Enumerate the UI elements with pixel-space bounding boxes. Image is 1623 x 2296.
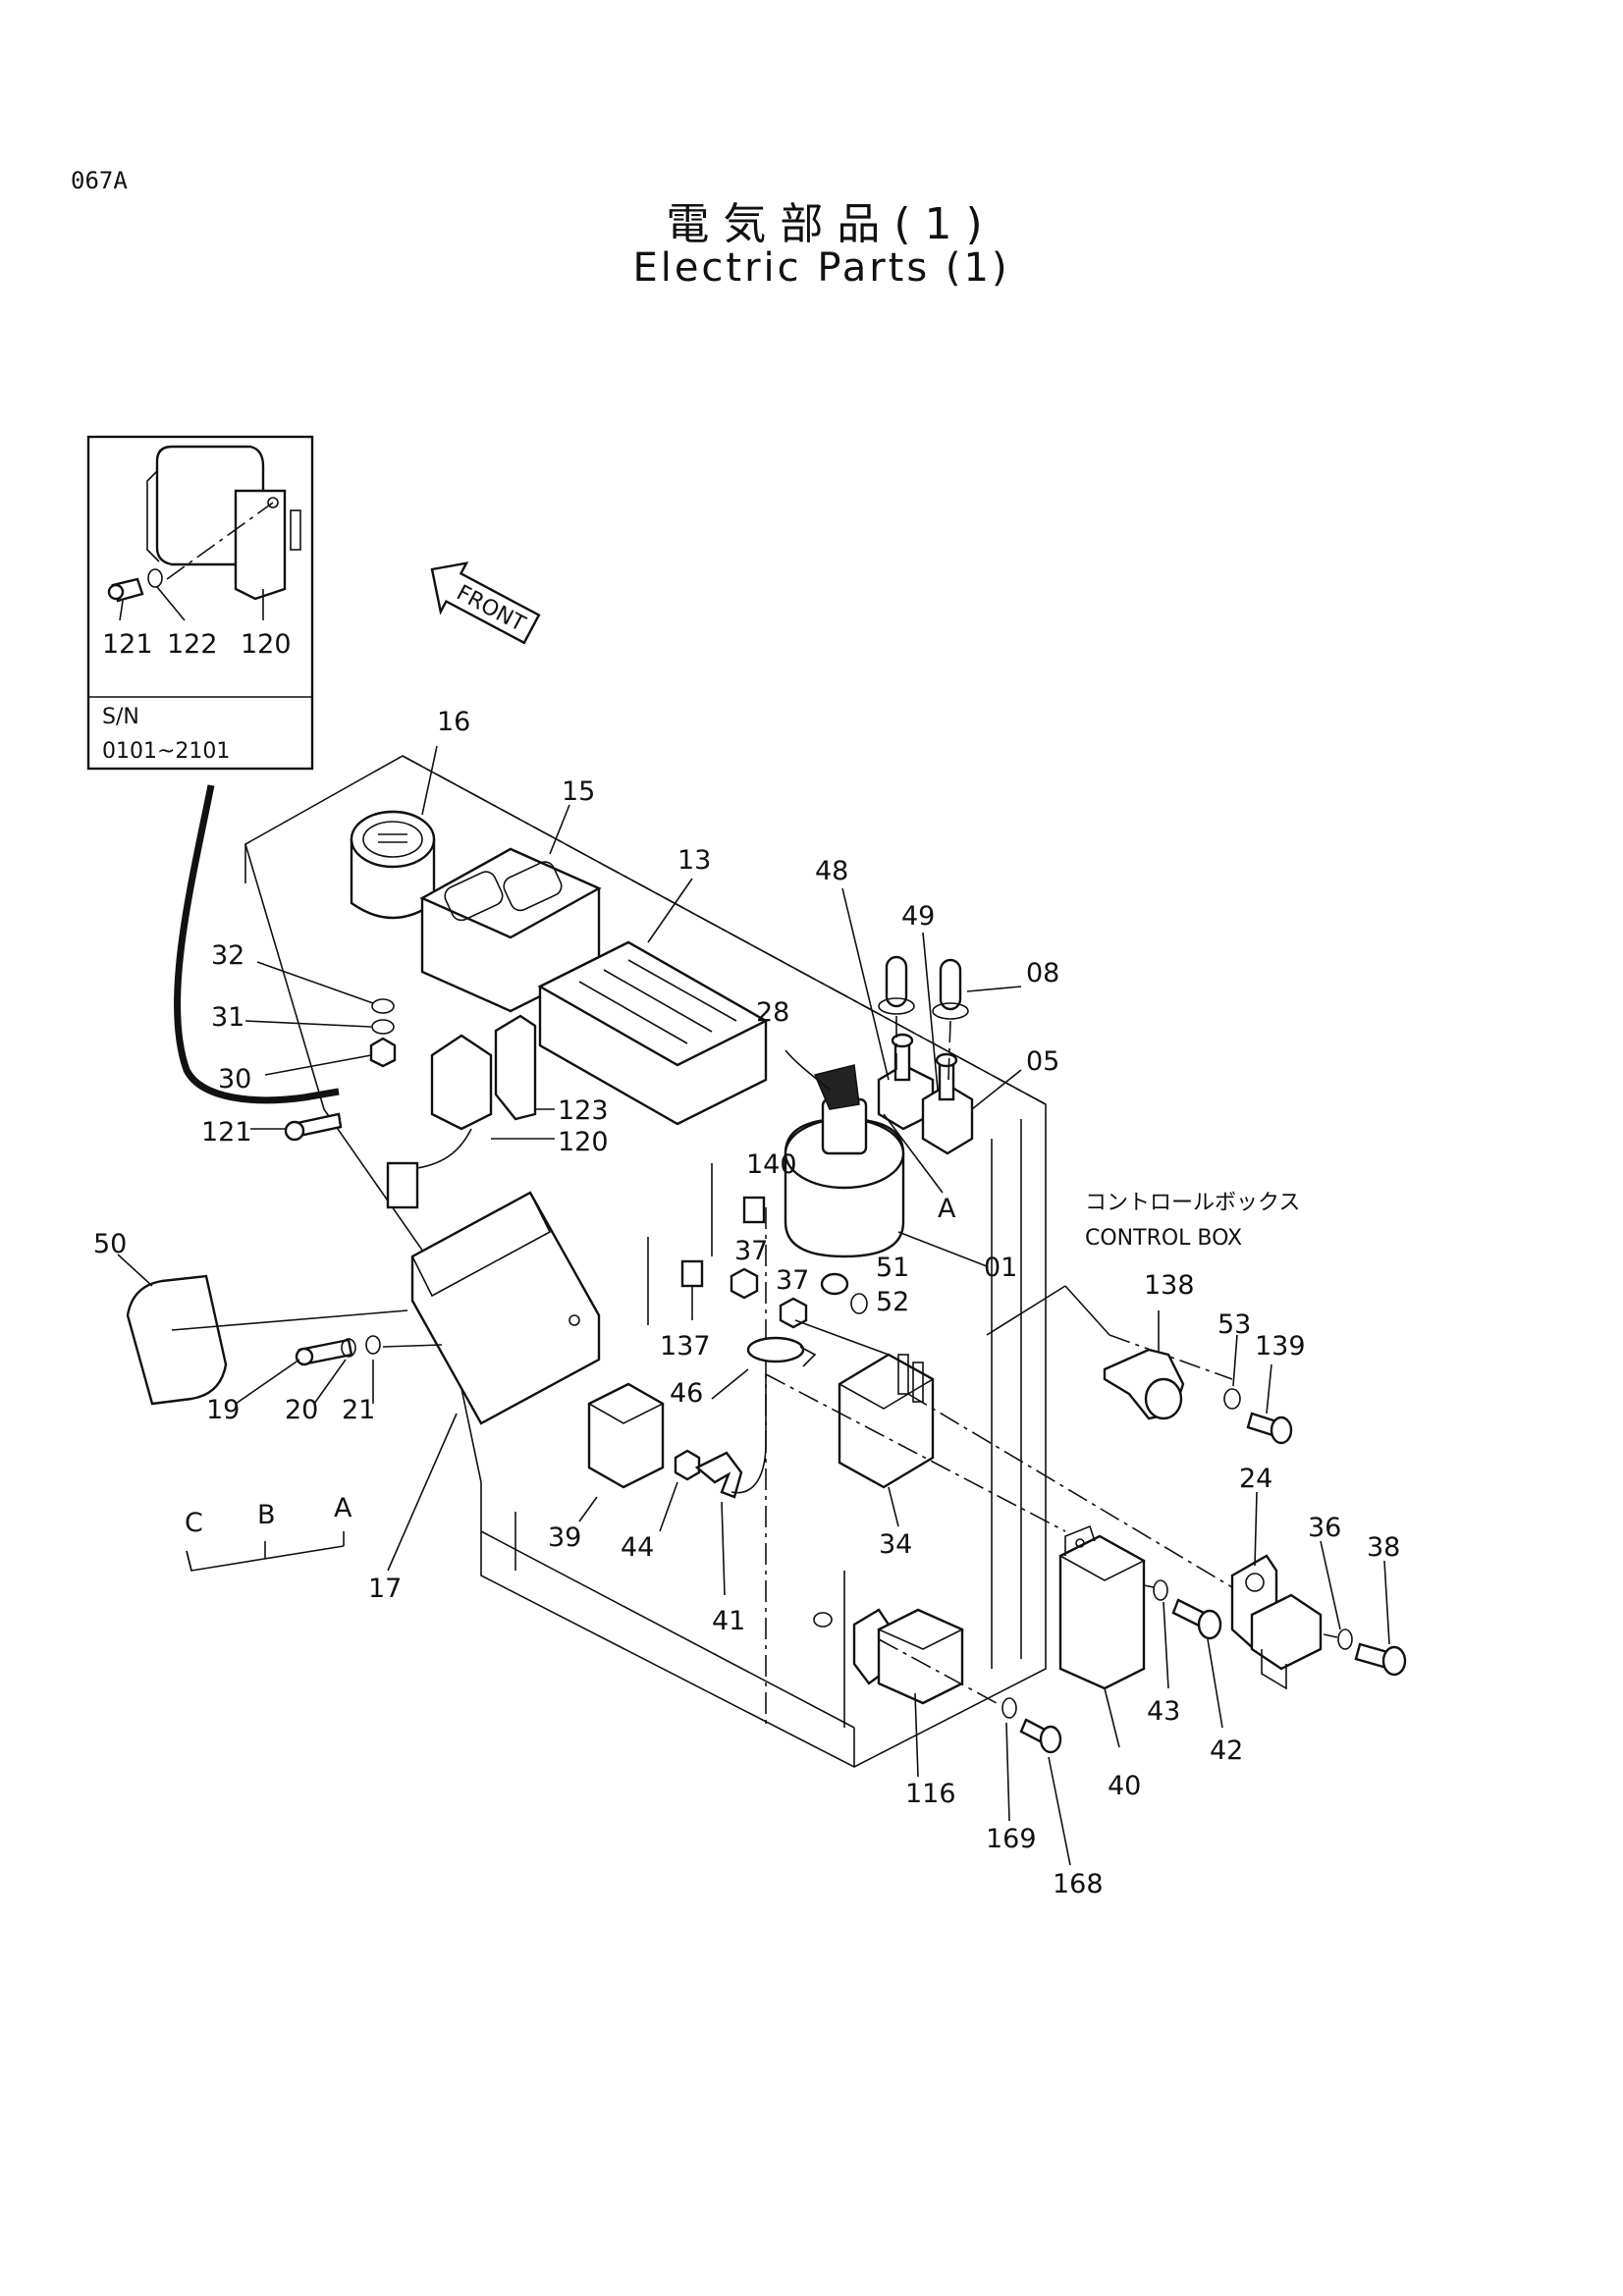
callout-24: 24	[1239, 1464, 1272, 1494]
callout-28: 28	[756, 997, 789, 1028]
callout-139: 139	[1255, 1331, 1306, 1362]
callout-A-switch: A	[938, 1194, 956, 1224]
inset-callout-122: 122	[167, 629, 218, 660]
page-title-english: Electric Parts (1)	[632, 245, 1010, 291]
callout-labels: 16 15 13 48 49 08 28 05 32 31 30 123 120…	[93, 707, 1400, 1899]
part-13-display	[537, 878, 769, 1126]
callout-B: B	[257, 1500, 276, 1530]
inset-callout-121: 121	[102, 629, 153, 660]
callout-41: 41	[712, 1606, 745, 1636]
callout-169: 169	[986, 1824, 1037, 1854]
callout-36: 36	[1308, 1513, 1341, 1543]
callout-121: 121	[201, 1117, 252, 1148]
callout-43: 43	[1147, 1696, 1180, 1727]
callout-19: 19	[206, 1395, 240, 1425]
front-arrow: FRONT	[430, 561, 541, 645]
callout-44: 44	[621, 1532, 654, 1563]
callout-13: 13	[677, 845, 711, 876]
callout-138: 138	[1144, 1270, 1195, 1301]
callout-48: 48	[815, 856, 848, 886]
callout-52: 52	[876, 1287, 909, 1317]
callout-37-left: 37	[734, 1236, 768, 1266]
callout-A-harness: A	[334, 1493, 352, 1523]
part-34-relay	[838, 1353, 935, 1527]
part-28-key-switch	[784, 1049, 905, 1258]
callout-168: 168	[1053, 1869, 1104, 1899]
callout-123: 123	[558, 1095, 609, 1126]
callout-05: 05	[1026, 1046, 1059, 1077]
callout-137: 137	[660, 1331, 711, 1362]
part-16-meter	[350, 745, 438, 920]
callout-40: 40	[1108, 1771, 1141, 1801]
page-code: 067A	[71, 167, 128, 194]
part-24-bracket	[1230, 1491, 1323, 1690]
inset-box: 121 122 120 S/N 0101~2101	[86, 435, 314, 771]
callout-01: 01	[984, 1253, 1017, 1283]
callout-42: 42	[1210, 1735, 1243, 1766]
callout-37-right: 37	[776, 1265, 809, 1296]
callout-38: 38	[1367, 1532, 1400, 1563]
callout-46: 46	[670, 1378, 703, 1409]
page-title-japanese: 電気部品(1)	[666, 199, 997, 249]
callout-21: 21	[342, 1395, 375, 1425]
callout-116: 116	[905, 1779, 956, 1809]
control-box-label-english: CONTROL BOX	[1085, 1226, 1242, 1251]
callout-120: 120	[558, 1127, 609, 1157]
callout-39: 39	[548, 1522, 581, 1553]
callout-49: 49	[901, 901, 935, 932]
toggle-switches	[841, 887, 1022, 1155]
callout-08: 08	[1026, 958, 1059, 988]
inset-callout-120: 120	[241, 629, 292, 660]
callout-17: 17	[368, 1574, 402, 1604]
part-116-relay	[813, 1608, 998, 1778]
callout-140: 140	[746, 1149, 797, 1180]
inset-sn-range: 0101~2101	[102, 739, 230, 764]
callout-15: 15	[562, 776, 595, 807]
control-box-body	[244, 755, 1047, 1768]
callout-32: 32	[211, 940, 244, 971]
callout-16: 16	[437, 707, 470, 737]
callout-53: 53	[1217, 1309, 1251, 1340]
callout-51: 51	[876, 1253, 909, 1283]
callout-50: 50	[93, 1229, 127, 1259]
callout-C: C	[185, 1508, 203, 1538]
part-40-relay	[1058, 1524, 1146, 1748]
control-box-label-japanese: コントロールボックス	[1085, 1191, 1300, 1215]
inset-sn-label: S/N	[102, 705, 139, 729]
part-17-controller	[387, 1191, 601, 1572]
callout-20: 20	[285, 1395, 318, 1425]
callout-31: 31	[211, 1002, 244, 1033]
callout-30: 30	[218, 1064, 251, 1095]
callout-34: 34	[879, 1529, 912, 1560]
